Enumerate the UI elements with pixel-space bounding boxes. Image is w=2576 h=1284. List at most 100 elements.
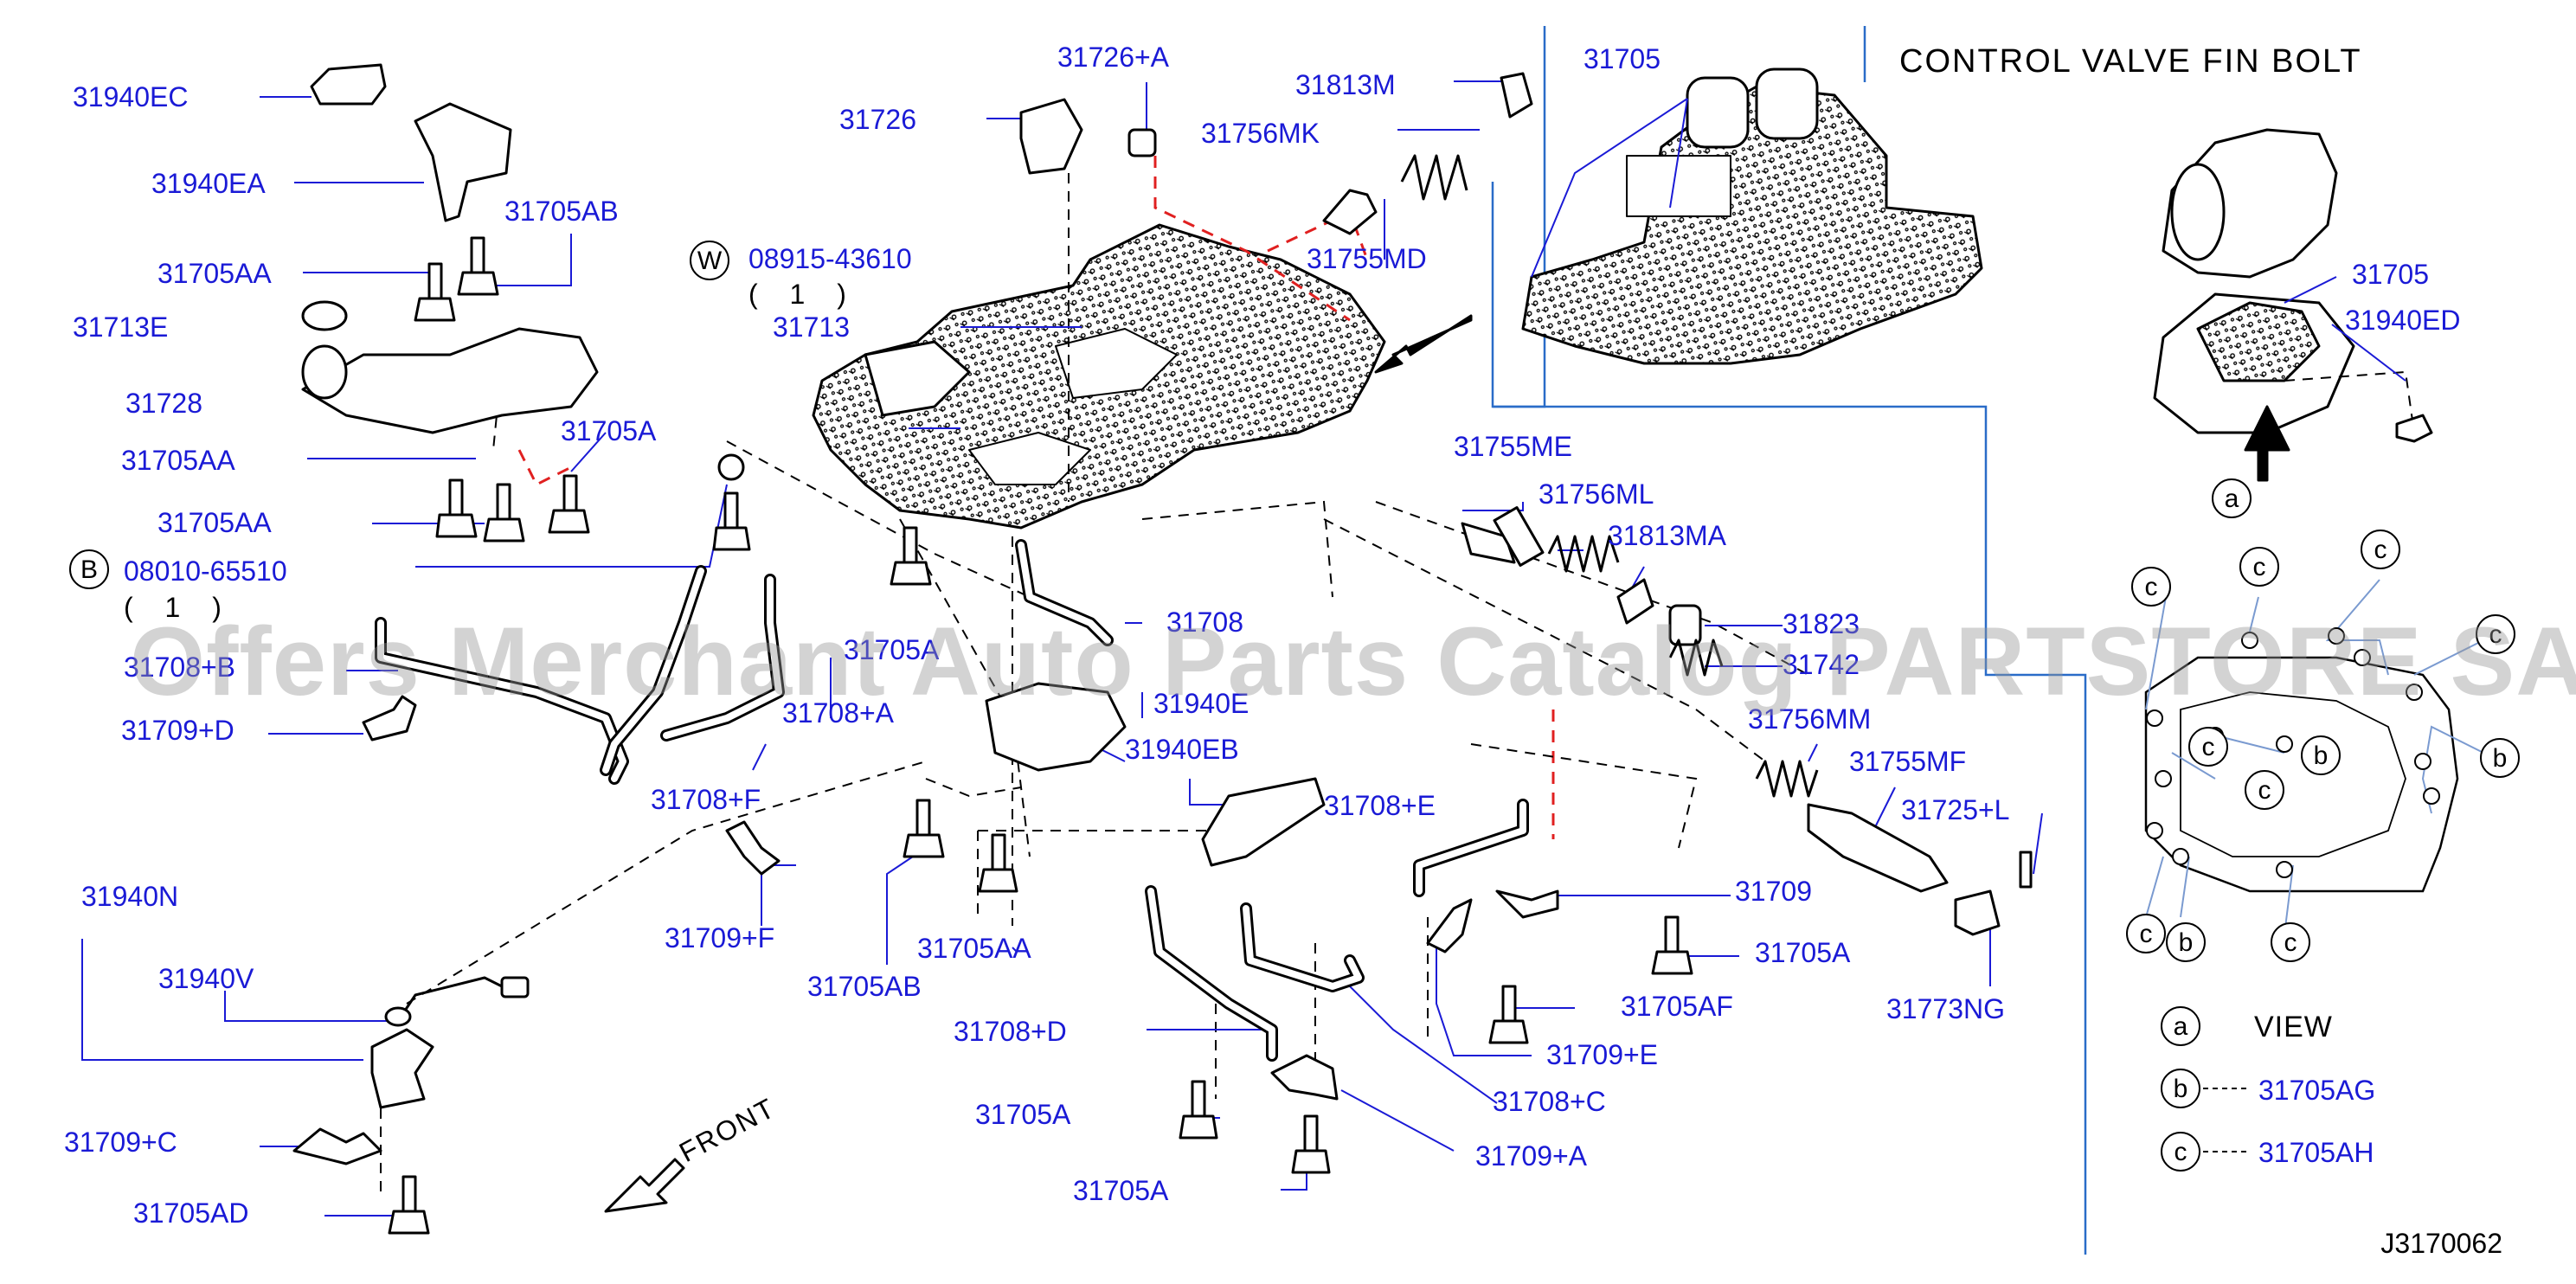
label-31705AA-4[interactable]: 31705AA xyxy=(917,933,1031,964)
label-31709+C[interactable]: 31709+C xyxy=(64,1127,177,1158)
marker-c-5: c xyxy=(2245,770,2284,810)
label-31940V[interactable]: 31940V xyxy=(158,963,254,994)
label-08915-43610[interactable]: 08915-43610 xyxy=(748,243,912,274)
marker-c-8: c xyxy=(2271,922,2310,962)
label-31708+A[interactable]: 31708+A xyxy=(782,697,895,729)
valve-31755MF xyxy=(1807,803,1949,893)
label-31940EA[interactable]: 31940EA xyxy=(151,168,266,199)
label-31705AA-1[interactable]: 31705AA xyxy=(157,258,272,289)
marker-c-7: c xyxy=(2126,914,2166,953)
part-31940ED xyxy=(2395,414,2433,443)
marker-b-2: b xyxy=(2480,738,2520,778)
direction-arrow xyxy=(1374,314,1473,374)
label-31705AD[interactable]: 31705AD xyxy=(133,1197,249,1229)
label-31726[interactable]: 31726 xyxy=(839,104,916,135)
label-31708[interactable]: 31708 xyxy=(1166,607,1243,638)
pipe-31708+D xyxy=(1145,885,1278,1062)
label-31940EB[interactable]: 31940EB xyxy=(1125,734,1239,765)
label-31713E[interactable]: 31713E xyxy=(73,311,169,343)
parts xyxy=(292,63,2433,1235)
inset-frames xyxy=(1491,26,2087,1255)
pipe-31708+A xyxy=(660,574,785,742)
part-31726 xyxy=(1019,98,1083,175)
label-31728[interactable]: 31728 xyxy=(125,388,202,419)
inset-valve-body xyxy=(1521,67,1983,365)
qty-08915-43610: ( 1 ) xyxy=(748,279,858,310)
label-31708+E[interactable]: 31708+E xyxy=(1324,790,1436,821)
label-31709+F[interactable]: 31709+F xyxy=(665,922,775,953)
label-31705A-1[interactable]: 31705A xyxy=(561,415,657,446)
label-31705A-2[interactable]: 31705A xyxy=(844,634,940,665)
label-31705AA-2[interactable]: 31705AA xyxy=(121,445,235,476)
plate-31813M xyxy=(1500,72,1533,119)
label-31705A-5[interactable]: 31705A xyxy=(1755,937,1851,968)
label-31705A-4[interactable]: 31705A xyxy=(1073,1175,1169,1206)
spring-31756MK xyxy=(1400,154,1468,201)
bracket-31709 xyxy=(1495,889,1559,919)
label-31705AA-3[interactable]: 31705AA xyxy=(157,507,272,538)
label-31813MA[interactable]: 31813MA xyxy=(1608,520,1726,551)
marker-c-2: c xyxy=(2239,547,2279,587)
diagram-code: J3170062 xyxy=(2380,1228,2502,1259)
label-31705AB-top[interactable]: 31705AB xyxy=(504,196,619,227)
label-31708+F[interactable]: 31708+F xyxy=(651,784,761,815)
legend-31705AG[interactable]: 31705AG xyxy=(2258,1075,2376,1106)
spring-31742 xyxy=(1668,639,1724,677)
label-31705-view[interactable]: 31705 xyxy=(2352,259,2429,290)
label-31705A-3[interactable]: 31705A xyxy=(975,1099,1071,1130)
label-31726+A[interactable]: 31726+A xyxy=(1057,42,1170,73)
plate-31813MA xyxy=(1616,578,1654,625)
label-31709+A[interactable]: 31709+A xyxy=(1475,1140,1588,1172)
label-31725+L[interactable]: 31725+L xyxy=(1901,794,2010,825)
label-31756ML[interactable]: 31756ML xyxy=(1539,478,1654,510)
legend-view-text: VIEW xyxy=(2254,1011,2333,1043)
label-31940EC[interactable]: 31940EC xyxy=(73,81,189,112)
label-31705AB-mid[interactable]: 31705AB xyxy=(807,971,922,1002)
label-31709+E[interactable]: 31709+E xyxy=(1546,1039,1659,1070)
part-31940E xyxy=(985,682,1127,772)
legend-marker-b: b xyxy=(2161,1069,2200,1108)
label-31773NG[interactable]: 31773NG xyxy=(1886,993,2005,1024)
label-31705AF[interactable]: 31705AF xyxy=(1621,991,1733,1022)
label-31940N[interactable]: 31940N xyxy=(81,881,179,912)
dashed-guides xyxy=(380,173,2415,1194)
pin-31725+L xyxy=(2019,851,2033,889)
label-31756MK[interactable]: 31756MK xyxy=(1201,118,1320,149)
label-31755ME[interactable]: 31755ME xyxy=(1454,431,1572,462)
label-31709+D[interactable]: 31709+D xyxy=(121,715,234,746)
label-08010-65510[interactable]: 08010-65510 xyxy=(124,555,287,587)
label-31755MF[interactable]: 31755MF xyxy=(1849,746,1967,777)
marker-c-1: c xyxy=(2131,567,2171,607)
label-31756MM[interactable]: 31756MM xyxy=(1748,703,1872,735)
legend-marker-a: a xyxy=(2161,1006,2200,1046)
label-31713[interactable]: 31713 xyxy=(773,311,850,343)
part-31940EB xyxy=(1201,777,1326,867)
label-31708+B[interactable]: 31708+B xyxy=(124,652,236,683)
spring-31756MM xyxy=(1755,760,1819,798)
legend-31705AH[interactable]: 31705AH xyxy=(2258,1137,2374,1168)
plug-31823 xyxy=(1668,604,1702,646)
label-31742[interactable]: 31742 xyxy=(1783,649,1860,680)
label-31708+C[interactable]: 31708+C xyxy=(1493,1086,1606,1117)
bolt-31705AB xyxy=(457,236,499,296)
label-31708+D[interactable]: 31708+D xyxy=(954,1016,1067,1047)
transmission-view xyxy=(2153,128,2355,482)
label-31755MD[interactable]: 31755MD xyxy=(1307,243,1427,274)
label-31705-inset[interactable]: 31705 xyxy=(1584,43,1661,74)
label-31813M[interactable]: 31813M xyxy=(1295,69,1396,100)
qty-08010-65510: ( 1 ) xyxy=(124,592,234,623)
bracket-31709+A xyxy=(1270,1054,1339,1101)
inset-title: CONTROL VALVE FIN BOLT xyxy=(1899,43,2362,80)
bracket-31709+D xyxy=(362,695,417,742)
view-marker-a: a xyxy=(2212,478,2252,518)
marker-c-3: c xyxy=(2361,530,2400,569)
label-31940ED[interactable]: 31940ED xyxy=(2345,305,2461,336)
part-31940EA xyxy=(414,102,512,222)
label-31940E[interactable]: 31940E xyxy=(1153,688,1249,719)
marker-c-6: c xyxy=(2188,727,2228,767)
label-31823[interactable]: 31823 xyxy=(1783,608,1860,639)
bracket-31709+F xyxy=(725,820,781,876)
label-31709[interactable]: 31709 xyxy=(1735,876,1812,907)
